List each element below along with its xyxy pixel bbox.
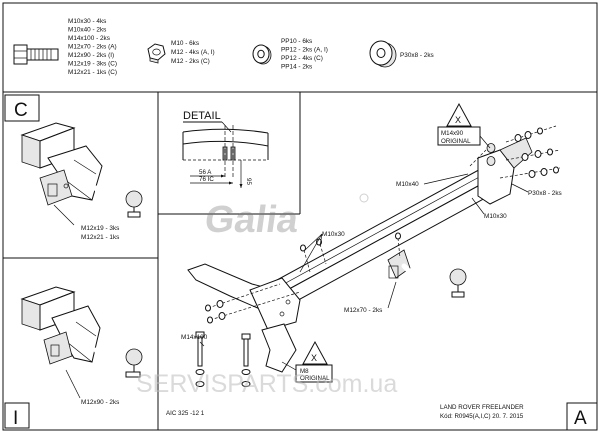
detail-dim-ic: 76 IC: [199, 176, 214, 183]
washer-spec: PP12 - 4ks (C): [281, 55, 323, 62]
washer-spec: PP12 - 2ks (A, I): [281, 47, 328, 54]
callout-m10x30-right: M10x30: [484, 213, 507, 220]
panel-c: C M12x19 - 3ks M12x21 - 1ks: [4, 94, 143, 241]
kod-line: Kód: R0945(A,I,C) 20. 7. 2015: [440, 413, 524, 420]
callout-m14x90-line1: M14x90: [441, 130, 464, 137]
callout-m14x100: M14x100: [181, 334, 208, 341]
detail-title: DETAIL: [183, 110, 221, 122]
panel-a-label: A: [574, 408, 587, 429]
galia-logo: Galia: [202, 193, 369, 241]
callout-m14x90-original: X M14x90 ORIGINAL: [437, 102, 491, 149]
bolt-spec: M10x30 - 4ks: [68, 18, 106, 25]
panel-c-label: C: [14, 100, 28, 121]
detail-dim-95: 95: [245, 178, 252, 185]
spacer-icon: [369, 40, 397, 68]
callout-m8-line1: M8: [300, 368, 309, 375]
bolt-spec: M12x19 - 3ks (C): [68, 61, 117, 68]
callout-m14x90-line2: ORIGINAL: [441, 138, 471, 145]
callout-m8-original: X M8 ORIGINAL: [281, 340, 333, 383]
main-assembly-drawing: [187, 125, 561, 387]
nut-spec: M12 - 2ks (C): [171, 58, 210, 65]
callout-m10x30-center: M10x30: [322, 231, 345, 238]
drawing-code: AIC 325 -12 1: [166, 410, 205, 417]
panel-i-hitch-drawing: [20, 286, 143, 399]
bolt-spec: M14x100 - 2ks: [68, 35, 110, 42]
washer-spec: PP10 - 6ks: [281, 38, 312, 45]
bolt-spec: M12x21 - 1ks (C): [68, 69, 117, 76]
x-mark: X: [455, 115, 461, 125]
bolt-icon: [13, 44, 59, 65]
washer-spec: PP14 - 2ks: [281, 64, 312, 71]
tow-ball-icon: [125, 348, 143, 366]
callout-m12x70: M12x70 - 2ks: [344, 307, 382, 314]
warning-triangle-icon: [302, 340, 328, 365]
panel-a-label-box: [566, 402, 598, 431]
right-fastener-stack: [469, 125, 561, 179]
panel-c-hitch-drawing: [20, 122, 143, 226]
panel-c-label-box: [4, 94, 40, 122]
vehicle-name: LAND ROVER FREELANDER: [440, 404, 524, 411]
watermark: SERVISPARTS.com.ua: [136, 370, 397, 398]
panel-c-bolt-spec: M12x19 - 3ks: [81, 225, 119, 232]
tow-ball-icon: [125, 190, 143, 208]
callout-m10x40: M10x40: [396, 181, 419, 188]
x-mark: X: [311, 353, 317, 363]
panel-i: I M12x90 - 2ks: [4, 286, 143, 429]
left-fastener-stack: [195, 283, 301, 387]
nut-icon: [147, 43, 166, 64]
panel-i-label: I: [13, 408, 18, 429]
bolt-spec: M12x70 - 2ks (A): [68, 44, 117, 51]
detail-dim-a: 56 A: [199, 169, 212, 176]
registered-icon: [359, 193, 369, 203]
bolt-list: M10x30 - 4ks M10x40 - 2ks M14x100 - 2ks …: [68, 18, 117, 76]
bolt-spec: M10x40 - 2ks: [68, 27, 106, 34]
washer-list: PP10 - 6ks PP12 - 2ks (A, I) PP12 - 4ks …: [281, 38, 328, 71]
nut-list: M10 - 6ks M12 - 4ks (A, I) M12 - 2ks (C): [171, 40, 215, 65]
washer-icon: [252, 44, 272, 65]
warning-triangle-icon: [446, 102, 472, 127]
galia-logo-text: Galia: [202, 198, 302, 241]
callout-p30x8: P30x8 - 2ks: [528, 190, 562, 197]
panel-i-bolt-spec: M12x90 - 2ks: [81, 399, 119, 406]
nut-spec: M10 - 6ks: [171, 40, 199, 47]
bolt-spec: M12x90 - 2ks (I): [68, 52, 114, 59]
panel-a: A: [181, 102, 598, 431]
panel-c-bolt-spec: M12x21 - 1ks: [81, 234, 119, 241]
detail-panel: DETAIL 56 A 76 IC 95: [182, 110, 269, 188]
parts-list: M10x30 - 4ks M10x40 - 2ks M14x100 - 2ks …: [13, 18, 434, 76]
nut-spec: M12 - 4ks (A, I): [171, 49, 215, 56]
panel-i-label-box: [4, 402, 30, 429]
callout-m8-line2: ORIGINAL: [300, 375, 330, 382]
tow-ball-icon: [449, 268, 467, 286]
spacer-spec: P30x8 - 2ks: [400, 52, 434, 59]
